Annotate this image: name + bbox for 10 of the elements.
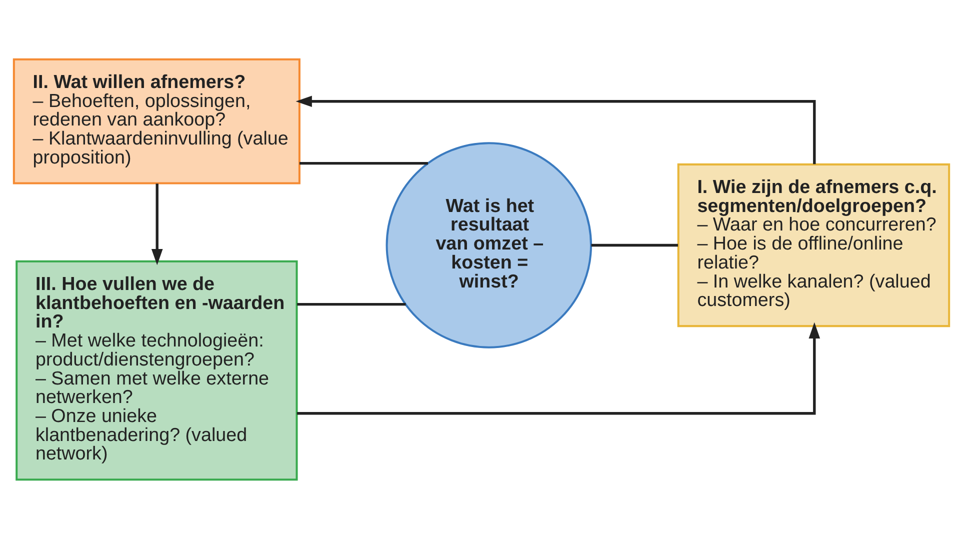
arrow xyxy=(151,184,163,266)
connector xyxy=(297,302,406,306)
node-circle: Wat is het resultaat van omzet – kosten = winst? xyxy=(386,142,592,348)
connector xyxy=(300,162,428,165)
arrow xyxy=(296,96,816,164)
node-box: II. Wat willen afnemers? – Behoeften, oplossingen, redenen van aankoop? – Klantwaardeninvulling (value proposition) xyxy=(12,58,300,184)
arrow xyxy=(296,322,820,415)
connector xyxy=(591,244,678,247)
node-box: III. Hoe vullen we de klantbehoeften en -waarden in? – Met welke technologieën: product/dienstengroepen? – Samen met welke externe netwerken? – Onze unieke klantbenadering? (valued network) xyxy=(16,260,298,481)
node-box: I. Wie zijn de afnemers c.q. segmenten/doelgroepen? – Waar en hoe concurreren? – Hoe is de offline/online relatie? – In welke kanalen? (valued customers) xyxy=(677,163,950,328)
